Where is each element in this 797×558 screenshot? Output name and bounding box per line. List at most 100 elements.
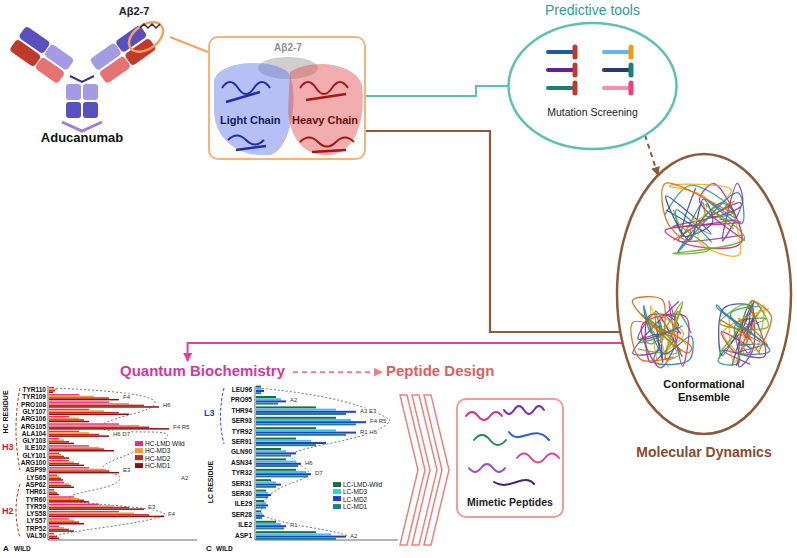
residue-annotation: E3 [122, 467, 131, 474]
bar-chart [49, 460, 69, 462]
region-label: H3 [2, 443, 14, 453]
bar-chart [256, 448, 281, 450]
bar-chart [49, 478, 61, 480]
chevron-arrow [424, 395, 449, 545]
bar-chart [256, 421, 366, 423]
bar-chart [49, 443, 74, 445]
bar-chart [256, 392, 261, 394]
bar-chart [49, 419, 84, 421]
ellipse-outline [505, 2, 680, 152]
protein-structure [222, 82, 270, 94]
protein-structure [288, 64, 363, 155]
bar-chart [256, 484, 281, 486]
bar-chart [256, 521, 276, 523]
bar-chart [49, 441, 69, 443]
stage-title: Predictive tools [545, 2, 640, 18]
bar-chart [49, 518, 69, 520]
residue-annotation: H6 D7 [112, 431, 131, 438]
bar-chart [49, 421, 89, 423]
bar-chart [256, 469, 296, 471]
protein-structure [226, 92, 260, 102]
chain-label: Heavy Chain [292, 114, 358, 127]
residue-label: TRP52 [26, 525, 46, 532]
protein-ensemble [662, 183, 745, 256]
bar-chart [49, 527, 64, 529]
bar-chart [256, 500, 264, 502]
stage-title: Quantum Biochemistry [120, 362, 289, 382]
residue-label: SER28 [231, 511, 252, 518]
bar-chart [49, 505, 114, 507]
bar-chart [49, 476, 59, 478]
antibody-illustration [9, 26, 75, 84]
residue-annotation: F4 [122, 394, 131, 401]
protein-ensemble [720, 301, 771, 355]
peptide-icons [573, 83, 578, 93]
bar-chart [256, 479, 271, 481]
region-bracket [16, 388, 20, 470]
legend-swatch [135, 448, 143, 453]
bar-chart [256, 496, 268, 498]
residue-label: LYS57 [27, 518, 46, 525]
bar-chart [49, 432, 89, 434]
panel-letter: C [206, 545, 212, 554]
legend-swatch [333, 496, 341, 501]
bar-chart [256, 388, 262, 390]
bar-chart [49, 500, 84, 502]
bar-chart [49, 511, 119, 513]
bar-chart [49, 392, 53, 394]
antibody-illustration [124, 16, 169, 57]
residue-label: VAL50 [26, 532, 46, 539]
tool-circle: Predictive toolsMutation Screening [505, 2, 680, 152]
peptide-squiggles [466, 412, 502, 420]
peptide-icons [629, 65, 634, 75]
bar-chart [256, 533, 331, 535]
peptide-icons [548, 86, 574, 90]
bar-chart [256, 452, 296, 454]
bar-chart [49, 523, 84, 525]
bar-chart [49, 516, 164, 518]
residue-label: ASP1 [235, 532, 252, 539]
residue-label: TYR60 [26, 496, 46, 503]
bar-chart [49, 445, 89, 447]
residue-annotation: A2 [289, 397, 298, 404]
bar-chart [49, 472, 119, 474]
axis-title: HC RESIDUE [2, 390, 10, 433]
bar-chart [256, 465, 298, 467]
bar-chart [49, 427, 149, 429]
protein-structure [214, 63, 294, 155]
antibody-illustration [89, 42, 122, 71]
legend-swatch [135, 463, 143, 468]
bar-chart [49, 470, 109, 472]
protein-structure [228, 136, 264, 145]
residue-annotation: A2 [349, 532, 358, 539]
peptide-icons [629, 47, 634, 57]
protein-ensemble [644, 306, 694, 365]
connector-line [293, 371, 382, 373]
bar-chart [256, 423, 356, 425]
residue-label: PRO95 [231, 397, 252, 404]
connector-line [645, 135, 658, 175]
residue-label: ASP62 [25, 481, 46, 488]
bar-chart [49, 485, 71, 487]
bar-chart [49, 403, 129, 405]
peptide-icons [548, 47, 631, 93]
bar-chart [256, 473, 311, 475]
peptide-squiggles [494, 480, 534, 485]
bar-chart [49, 526, 59, 528]
bar-chart [49, 410, 104, 412]
structure-box: Aβ2-7Light ChainHeavy Chain [208, 36, 366, 160]
bar-chart [49, 440, 64, 442]
bar-chart [49, 521, 79, 523]
region-label: H2 [2, 507, 14, 517]
bar-chart [49, 538, 59, 540]
peptide-squiggles [466, 406, 559, 485]
bar-chart [49, 456, 64, 458]
residue-label: ARG100 [21, 459, 46, 466]
residue-label: ILE2 [238, 522, 252, 529]
bar-chart [49, 530, 74, 532]
protein-ensemble [631, 297, 693, 368]
residue-annotation: A2 [180, 474, 189, 481]
residue-label: TYR32 [232, 470, 252, 477]
bar-chart [49, 508, 144, 510]
